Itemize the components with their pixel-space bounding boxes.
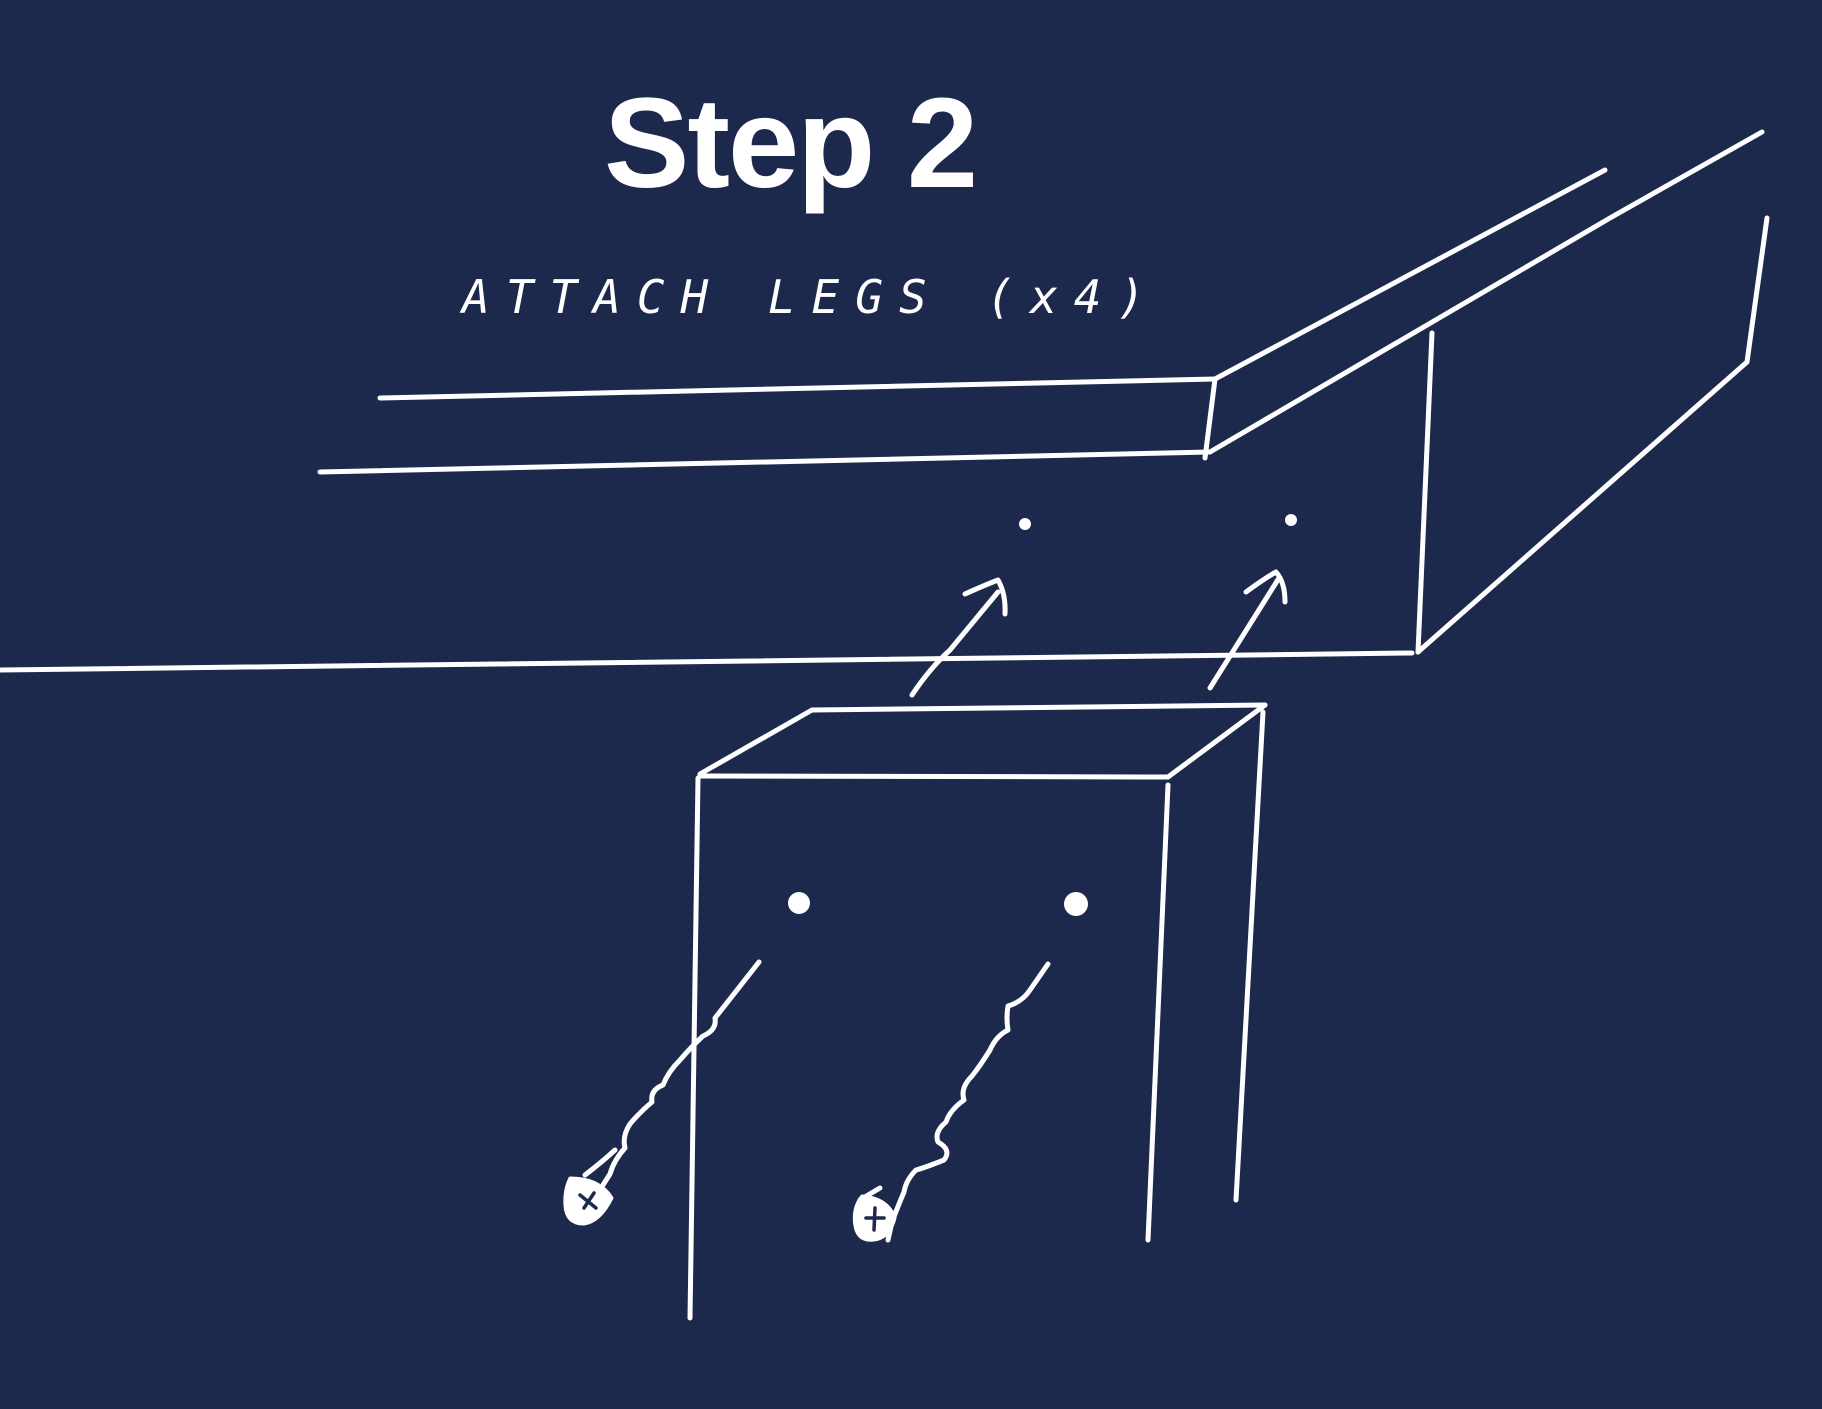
arrow-icon [1207, 569, 1288, 691]
page-title: Step 2 [603, 72, 978, 215]
table-top-near-edge [317, 449, 1213, 475]
leg-back-right-edge [1233, 709, 1266, 1203]
table-top-right-edge [1744, 215, 1770, 365]
screw-hole-dot [1064, 892, 1088, 916]
table-top-sketch [0, 129, 1770, 673]
leg-sketch [687, 702, 1268, 1321]
leg-top-back [809, 702, 1268, 713]
table-apron-right [1415, 330, 1435, 655]
leg-front-right-edge [1145, 782, 1171, 1243]
screw-icon [852, 961, 1051, 1243]
screw-hole-dot [1019, 518, 1031, 530]
table-apron-diagonal [1415, 359, 1750, 655]
instruction-text: ATTACH LEGS (x4) [462, 270, 1162, 324]
screw-hole-dot [788, 892, 810, 914]
table-apron-bottom [0, 650, 1415, 673]
arrow-icon [909, 577, 1008, 698]
leg-top-front [697, 773, 1171, 780]
table-top-far-edge [377, 376, 1218, 401]
leg-top-right [1165, 702, 1268, 780]
table-top-corner-edge [1202, 376, 1218, 461]
leg-top-left [697, 707, 815, 777]
table-top-back-side [1212, 167, 1608, 382]
screw-icon [563, 959, 762, 1226]
screw-hole-dot [1285, 514, 1297, 526]
table-top-side-top [1207, 129, 1765, 455]
